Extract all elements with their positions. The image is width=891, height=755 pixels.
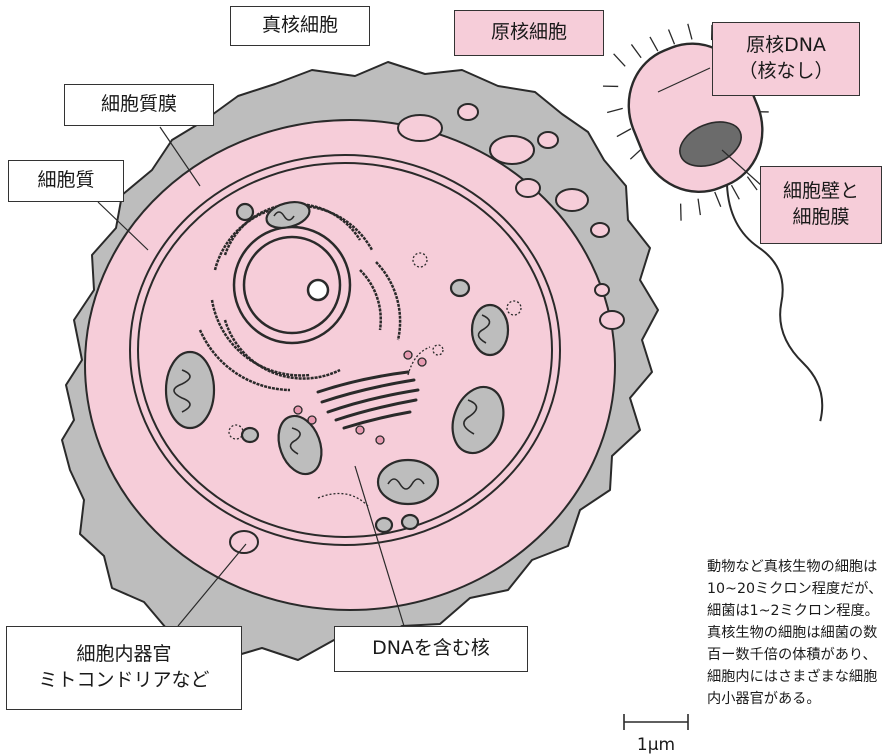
- label-nucleus: DNAを含む核: [334, 626, 528, 672]
- scale-bar-label: 1μm: [616, 735, 696, 755]
- label-prokaryotic-dna: 原核DNA （核なし）: [712, 22, 860, 96]
- scale-bar: [624, 714, 688, 730]
- label-cell-wall-and-membrane: 細胞壁と 細胞膜: [760, 166, 882, 244]
- note-paragraph-size: 動物など真核生物の細胞は10~20ミクロン程度だが、細菌は1~2ミクロン程度。: [707, 556, 887, 622]
- explanatory-note: 動物など真核生物の細胞は10~20ミクロン程度だが、細菌は1~2ミクロン程度。 …: [707, 556, 887, 710]
- eukaryotic-cell: [62, 62, 658, 660]
- label-cytoplasm: 細胞質: [8, 160, 124, 202]
- label-cell-membrane: 細胞質膜: [64, 84, 214, 126]
- label-organelles: 細胞内器官 ミトコンドリアなど: [6, 626, 242, 710]
- note-paragraph-volume: 真核生物の細胞は細菌の数百ー数千倍の体積があり、細胞内にはさまざまな細胞内小器官…: [707, 622, 887, 710]
- label-eukaryotic-cell: 真核細胞: [230, 6, 370, 46]
- label-prokaryotic-cell: 原核細胞: [454, 10, 604, 56]
